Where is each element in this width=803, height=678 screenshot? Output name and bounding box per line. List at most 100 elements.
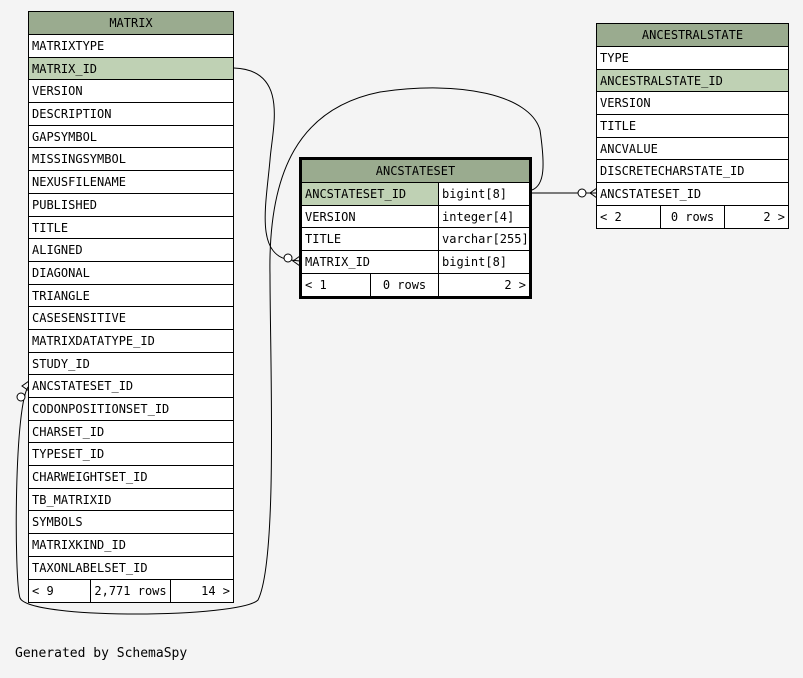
column-name: NEXUSFILENAME bbox=[32, 175, 126, 190]
column-row[interactable]: VERSION integer[4] bbox=[302, 205, 529, 229]
column-row[interactable]: TITLE bbox=[29, 217, 233, 240]
column-row[interactable]: ANCESTRALSTATE_ID bbox=[597, 69, 788, 93]
table-ancestralstate[interactable]: ANCESTRALSTATE TYPE ANCESTRALSTATE_ID VERS… bbox=[596, 23, 789, 229]
column-row[interactable]: NEXUSFILENAME bbox=[29, 171, 233, 194]
table-title[interactable]: ANCESTRALSTATE bbox=[597, 24, 788, 47]
column-type: bigint[8] bbox=[438, 251, 529, 273]
column-row[interactable]: TYPE bbox=[597, 47, 788, 70]
column-row[interactable]: CODONPOSITIONSET_ID bbox=[29, 398, 233, 421]
children-count[interactable]: 2 > bbox=[763, 209, 785, 224]
column-name: TAXONLABELSET_ID bbox=[32, 560, 148, 575]
column-name: ANCVALUE bbox=[600, 141, 658, 156]
column-type: integer[4] bbox=[438, 205, 529, 228]
column-list: TYPE ANCESTRALSTATE_ID VERSION TITLE ANCVALU… bbox=[597, 47, 788, 206]
fk-crowfoot-marker bbox=[589, 187, 598, 199]
generated-by-label: Generated by SchemaSpy bbox=[15, 646, 188, 661]
column-row[interactable]: VERSION bbox=[597, 92, 788, 116]
column-row[interactable]: ANCVALUE bbox=[597, 138, 788, 161]
parents-count[interactable]: < 9 bbox=[29, 579, 91, 602]
column-row[interactable]: MATRIXKIND_ID bbox=[29, 534, 233, 557]
parents-count[interactable]: < 1 bbox=[302, 273, 371, 296]
column-row[interactable]: ANCSTATESET_ID bbox=[29, 375, 233, 398]
fk-line-ancstateset-matrix bbox=[233, 67, 301, 262]
table-title[interactable]: ANCSTATESET bbox=[302, 160, 529, 183]
column-row[interactable]: MATRIXTYPE bbox=[29, 35, 233, 58]
column-name: DIAGONAL bbox=[32, 265, 90, 280]
column-row[interactable]: CHARWEIGHTSET_ID bbox=[29, 466, 233, 489]
column-name: TITLE bbox=[32, 220, 69, 235]
column-name: ANCSTATESET_ID bbox=[32, 379, 134, 394]
column-name: DESCRIPTION bbox=[32, 107, 112, 122]
column-name: MATRIX_ID bbox=[305, 255, 371, 270]
column-name: ANCSTATESET_ID bbox=[302, 183, 438, 205]
table-title[interactable]: MATRIX bbox=[29, 12, 233, 35]
column-type: varchar[255] bbox=[438, 228, 529, 251]
column-name: CASESENSITIVE bbox=[32, 311, 126, 326]
fk-optional-marker bbox=[577, 188, 587, 198]
column-name: TITLE bbox=[305, 232, 342, 247]
fk-optional-marker bbox=[283, 253, 293, 263]
column-row[interactable]: TAXONLABELSET_ID bbox=[29, 557, 233, 580]
column-row[interactable]: TRIANGLE bbox=[29, 285, 233, 308]
column-row[interactable]: DISCRETECHARSTATE_ID bbox=[597, 160, 788, 184]
column-name: TYPE bbox=[600, 51, 629, 65]
parents-count[interactable]: < 2 bbox=[597, 205, 661, 228]
column-name: TITLE bbox=[600, 119, 637, 134]
column-row[interactable]: MATRIX_ID bigint[8] bbox=[302, 251, 529, 274]
column-row[interactable]: ANCSTATESET_ID bbox=[597, 183, 788, 206]
column-row[interactable]: STUDY_ID bbox=[29, 353, 233, 376]
column-row[interactable]: VERSION bbox=[29, 80, 233, 104]
column-name: CHARSET_ID bbox=[32, 424, 105, 439]
column-name: DISCRETECHARSTATE_ID bbox=[600, 164, 745, 179]
column-name: GAPSYMBOL bbox=[32, 129, 98, 144]
column-row[interactable]: TITLE varchar[255] bbox=[302, 228, 529, 252]
column-name: STUDY_ID bbox=[32, 356, 90, 371]
table-matrix[interactable]: MATRIX MATRIXTYPE MATRIX_ID VERSION DESCRIP… bbox=[28, 11, 234, 603]
row-count: 0 rows bbox=[371, 273, 439, 296]
column-row[interactable]: MISSINGSYMBOL bbox=[29, 148, 233, 172]
column-name: SYMBOLS bbox=[32, 515, 83, 530]
column-row[interactable]: SYMBOLS bbox=[29, 511, 233, 535]
column-name: PUBLISHED bbox=[32, 197, 98, 212]
column-name: MATRIX_ID bbox=[29, 57, 233, 80]
column-name: VERSION bbox=[32, 84, 83, 99]
row-count: 2,771 rows bbox=[91, 579, 171, 602]
table-footer: < 9 2,771 rows 14 > bbox=[29, 579, 233, 602]
column-name: VERSION bbox=[305, 209, 356, 224]
column-row[interactable]: DIAGONAL bbox=[29, 262, 233, 285]
column-row[interactable]: ALIGNED bbox=[29, 239, 233, 262]
column-row[interactable]: MATRIXDATATYPE_ID bbox=[29, 330, 233, 353]
column-row[interactable]: MATRIX_ID bbox=[29, 57, 233, 81]
column-name: MISSINGSYMBOL bbox=[32, 152, 126, 167]
column-name: CHARWEIGHTSET_ID bbox=[32, 470, 148, 485]
column-name: ANCSTATESET_ID bbox=[600, 187, 702, 202]
column-name: VERSION bbox=[600, 96, 651, 111]
fk-crowfoot-marker bbox=[292, 255, 301, 267]
column-name: ANCESTRALSTATE_ID bbox=[597, 69, 788, 92]
column-name: MATRIXTYPE bbox=[32, 39, 105, 53]
column-name: TB_MATRIXID bbox=[32, 492, 112, 507]
column-row[interactable]: TB_MATRIXID bbox=[29, 489, 233, 512]
column-row[interactable]: CHARSET_ID bbox=[29, 421, 233, 444]
column-row[interactable]: TYPESET_ID bbox=[29, 443, 233, 467]
column-name: TRIANGLE bbox=[32, 288, 90, 303]
children-count[interactable]: 2 > bbox=[504, 277, 526, 292]
column-row[interactable]: PUBLISHED bbox=[29, 194, 233, 217]
column-row[interactable]: GAPSYMBOL bbox=[29, 126, 233, 149]
fk-optional-marker bbox=[16, 392, 26, 402]
table-footer: < 1 0 rows 2 > bbox=[302, 273, 529, 296]
column-type: bigint[8] bbox=[438, 183, 529, 205]
column-name: TYPESET_ID bbox=[32, 447, 105, 462]
column-row[interactable]: TITLE bbox=[597, 115, 788, 138]
column-name: MATRIXKIND_ID bbox=[32, 538, 126, 553]
children-count[interactable]: 14 > bbox=[201, 583, 230, 598]
row-count: 0 rows bbox=[661, 205, 725, 228]
fk-line-matrix-ancstateset bbox=[15, 87, 544, 615]
column-row[interactable]: CASESENSITIVE bbox=[29, 307, 233, 330]
column-name: ALIGNED bbox=[32, 243, 83, 258]
column-row[interactable]: DESCRIPTION bbox=[29, 103, 233, 126]
